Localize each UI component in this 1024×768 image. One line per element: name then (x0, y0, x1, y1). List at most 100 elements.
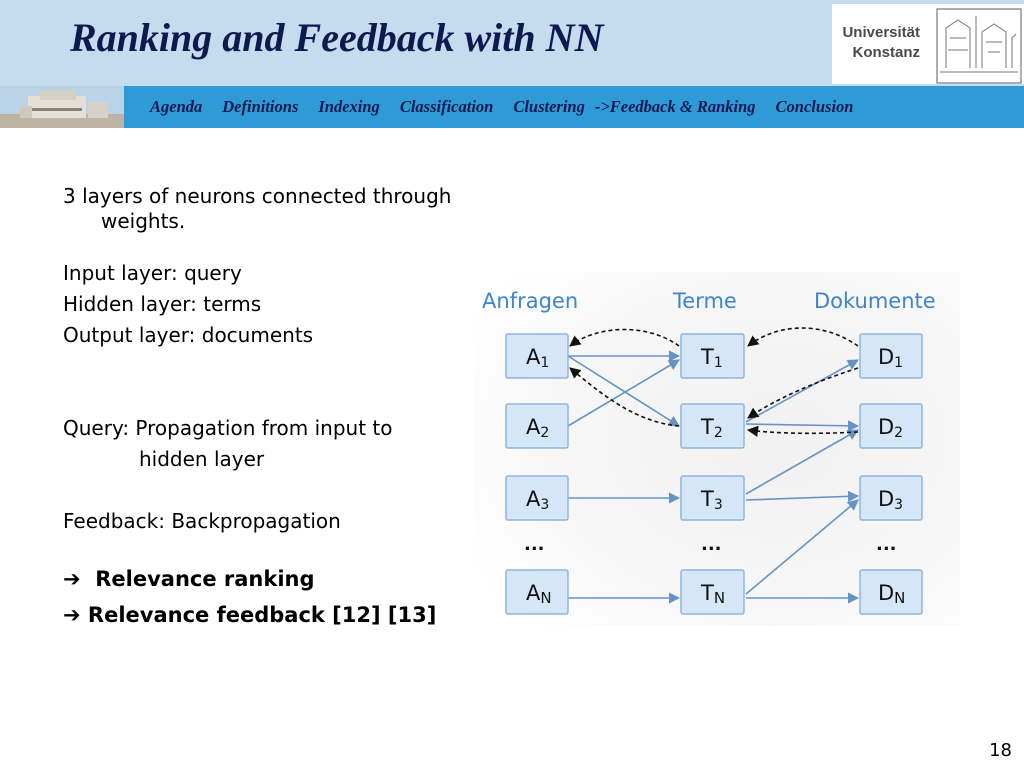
svg-text:DN: DN (878, 581, 905, 607)
slide-body: 3 layers of neurons connected through we… (63, 184, 483, 633)
node-t3-letter: T (700, 487, 714, 511)
node-t2-letter: T (700, 415, 714, 439)
node-an: AN (505, 569, 569, 615)
nav-item-classification[interactable]: Classification (399, 97, 494, 116)
feedback-d1-t1 (747, 327, 859, 347)
node-d3: D3 (859, 475, 923, 521)
university-seal-icon (936, 8, 1022, 84)
svg-text:T1: T1 (700, 345, 723, 371)
feedback-d2-t2 (746, 425, 859, 437)
svg-text:D3: D3 (878, 487, 903, 513)
node-a1: A1 (505, 333, 569, 379)
node-d2-sub: 2 (894, 425, 903, 441)
nav-items: Agenda Definitions Indexing Classificati… (150, 86, 873, 128)
svg-text:T2: T2 (700, 415, 723, 441)
slide-header: Ranking and Feedback with NN Universität… (0, 0, 1024, 86)
feedback-t2-a1 (569, 367, 680, 427)
diagram-background (474, 272, 960, 626)
hidden-layer-text: Hidden layer: terms (63, 292, 262, 316)
ellipsis-terme: ... (701, 534, 722, 555)
node-t1: T1 (680, 333, 745, 379)
node-dn-sub: N (894, 589, 905, 607)
node-t3: T3 (680, 475, 745, 521)
node-an-letter: A (526, 581, 541, 605)
edge-t3-d3 (745, 490, 860, 502)
feedback-text: Feedback: Backpropagation (63, 509, 341, 533)
node-tn: TN (680, 569, 745, 615)
right-arrow-icon: ➔ (63, 567, 81, 591)
slide-title: Ranking and Feedback with NN (70, 15, 604, 60)
node-a2: A2 (505, 403, 569, 449)
feedback-d1-t2 (747, 367, 859, 419)
query-text-continued: hidden layer (139, 447, 265, 471)
feedback-t1-a1 (569, 328, 680, 347)
logo-text-line1: Universität (842, 24, 920, 41)
svg-text:D1: D1 (878, 345, 903, 371)
nav-item-definitions[interactable]: Definitions (222, 97, 299, 116)
bullet-relevance-feedback-label: Relevance feedback [12] [13] (87, 603, 437, 627)
nav-item-conclusion[interactable]: Conclusion (775, 97, 854, 116)
nav-item-feedback-ranking[interactable]: ->Feedback & Ranking (594, 97, 756, 116)
node-tn-letter: T (700, 581, 714, 605)
header-terme: Terme (672, 289, 737, 313)
header-anfragen: Anfragen (482, 289, 578, 313)
node-t2: T2 (680, 403, 745, 449)
node-t3-sub: 3 (714, 497, 723, 513)
node-d1: D1 (859, 333, 923, 379)
building-icon (0, 86, 124, 128)
node-tn-sub: N (714, 589, 725, 607)
svg-text:A3: A3 (526, 487, 549, 513)
edge-a2-t1 (567, 359, 680, 427)
nav-item-clustering[interactable]: Clustering (513, 97, 585, 116)
node-dn-letter: D (878, 581, 894, 605)
header-dokumente: Dokumente (814, 289, 936, 313)
output-layer-text: Output layer: documents (63, 323, 314, 347)
edge-t2-d1 (745, 359, 859, 423)
svg-text:A2: A2 (526, 415, 549, 441)
feedback-arrow-group (569, 327, 859, 437)
bullet-relevance-ranking-label: Relevance ranking (95, 567, 315, 591)
university-logo: Universität Konstanz (832, 4, 1024, 84)
node-d2: D2 (859, 403, 923, 449)
edge-t2-d2 (745, 420, 860, 432)
node-a2-sub: 2 (540, 425, 549, 441)
logo-text-line2: Konstanz (852, 44, 921, 61)
nav-item-indexing[interactable]: Indexing (318, 97, 380, 116)
query-text: Query: Propagation from input to (63, 416, 393, 440)
svg-text:D2: D2 (878, 415, 903, 441)
node-a1-letter: A (526, 345, 541, 369)
node-a3: A3 (505, 475, 569, 521)
input-layer-text: Input layer: query (63, 261, 242, 285)
nav-item-agenda[interactable]: Agenda (150, 97, 203, 116)
node-a2-letter: A (526, 415, 541, 439)
svg-text:AN: AN (526, 581, 552, 607)
node-d3-letter: D (878, 487, 894, 511)
svg-text:A1: A1 (526, 345, 549, 371)
edge-tn-d3 (745, 499, 859, 595)
bullet-relevance-ranking: ➔ Relevance ranking (63, 561, 483, 597)
node-a3-letter: A (526, 487, 541, 511)
node-t1-sub: 1 (714, 355, 723, 371)
svg-text:T3: T3 (700, 487, 723, 513)
intro-text: 3 layers of neurons connected through we… (63, 184, 452, 233)
section-navigation: Agenda Definitions Indexing Classificati… (0, 86, 1024, 128)
connection-group (567, 350, 860, 604)
edge-t3-d2 (745, 429, 859, 495)
ellipsis-anfragen: ... (524, 534, 545, 555)
bullet-relevance-feedback: ➔ Relevance feedback [12] [13] (63, 597, 483, 633)
node-d1-sub: 1 (894, 355, 903, 371)
node-a1-sub: 1 (540, 355, 549, 371)
node-dn: DN (859, 569, 923, 615)
page-number: 18 (989, 740, 1012, 761)
node-d1-letter: D (878, 345, 894, 369)
right-arrow-icon: ➔ (63, 603, 81, 627)
svg-text:TN: TN (700, 581, 725, 607)
node-a3-sub: 3 (540, 497, 549, 513)
node-an-sub: N (540, 589, 551, 607)
node-d3-sub: 3 (894, 497, 903, 513)
ellipsis-dokumente: ... (876, 534, 897, 555)
node-t1-letter: T (700, 345, 714, 369)
edge-a1-t2 (567, 355, 680, 427)
neural-network-diagram: Anfragen Terme Dokumente A1 A2 A3 A (474, 272, 960, 626)
building-photo (0, 86, 124, 128)
